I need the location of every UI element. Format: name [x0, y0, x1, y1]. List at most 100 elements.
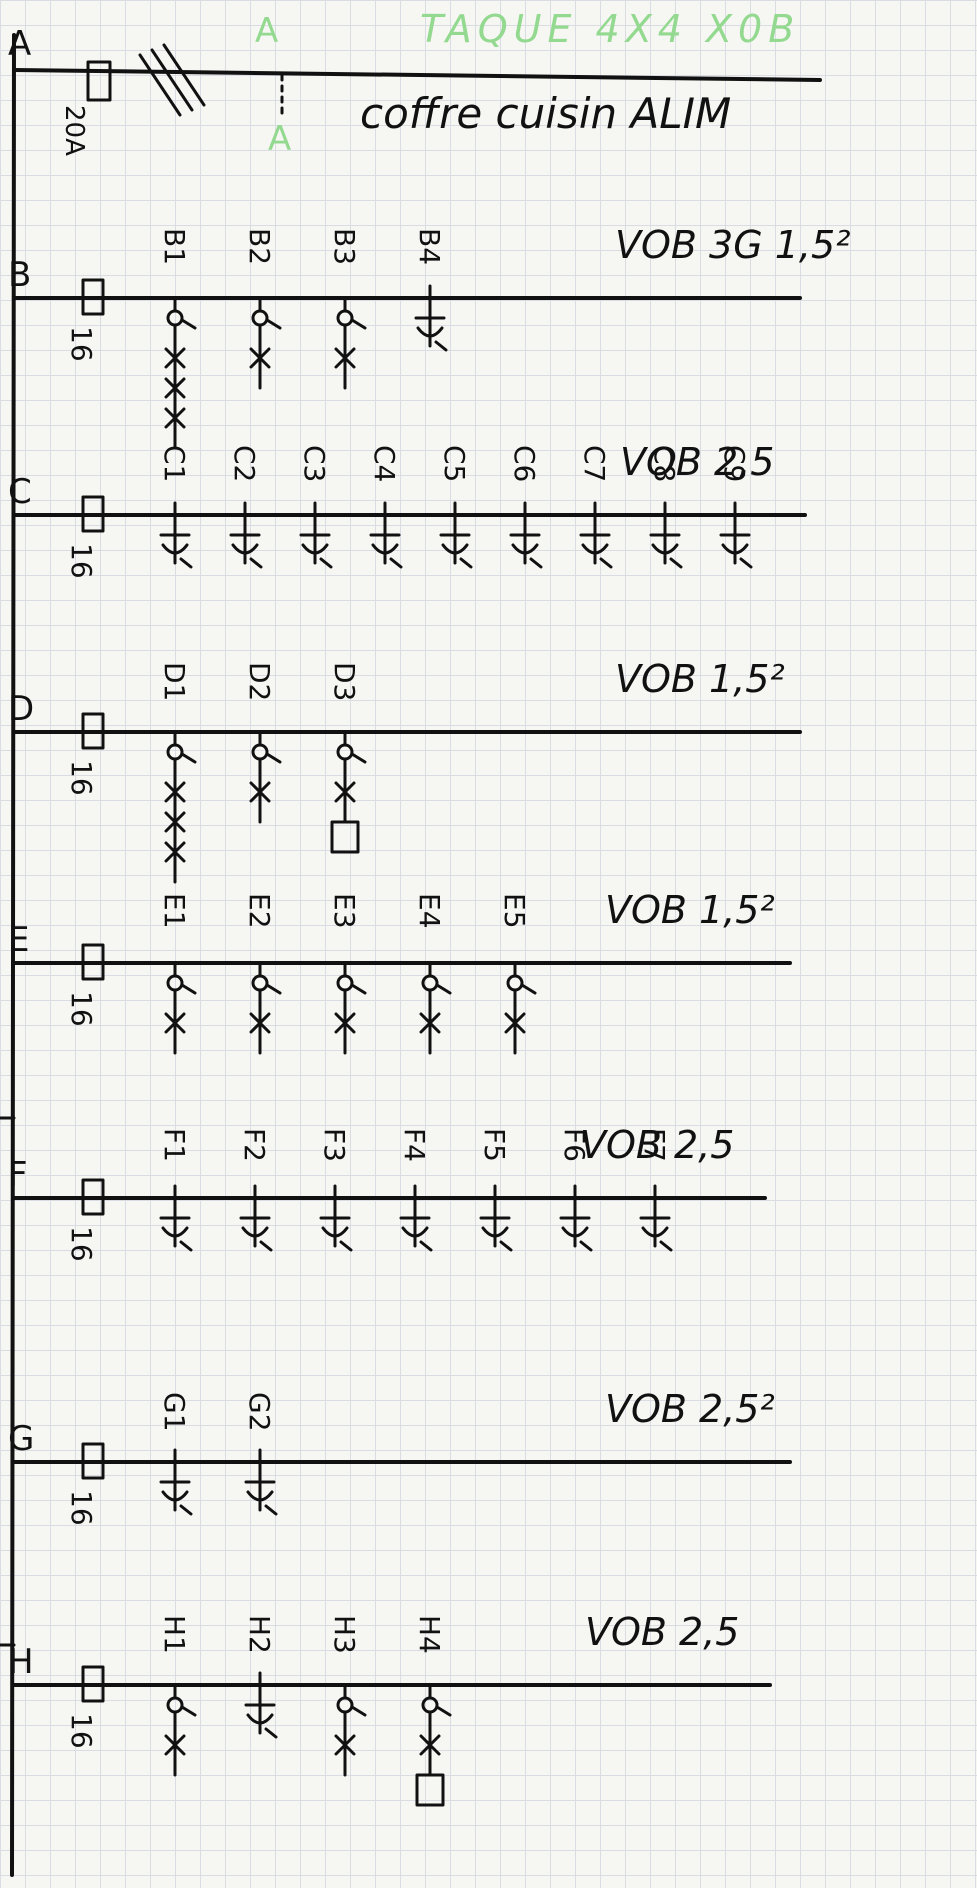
item-label: H3: [328, 1615, 361, 1654]
lamp-cross-icon: [504, 1012, 526, 1034]
breaker-rating: 16: [65, 1226, 98, 1262]
lamp-cross-icon: [164, 781, 186, 803]
socket-icon: [246, 1713, 274, 1725]
row-letter: H: [8, 1642, 34, 1682]
row-letter: E: [8, 920, 29, 960]
item-label: E1: [158, 893, 191, 929]
breaker-box: [81, 1442, 105, 1480]
hatch-mark: [150, 48, 194, 112]
item-label: F1: [158, 1128, 191, 1162]
green-mark-top: A: [255, 11, 278, 51]
main-breaker-box: [86, 60, 112, 102]
lamp-cross-icon: [334, 347, 356, 369]
socket-icon: [481, 1226, 509, 1238]
lamp-cross-icon: [249, 1012, 271, 1034]
row-letter: C: [8, 472, 32, 512]
switch-lever: [350, 1705, 367, 1717]
switch-lever: [265, 752, 282, 764]
item-label: B1: [158, 228, 191, 265]
socket-icon: [441, 543, 469, 555]
item-label: C8: [648, 445, 681, 482]
supply-note: coffre cuisin ALIM: [360, 89, 731, 138]
light-point-icon: [251, 974, 269, 992]
switch-lever: [435, 983, 452, 995]
main-breaker-rating: 20A: [59, 105, 89, 156]
socket-icon: [371, 543, 399, 555]
socket-icon: [321, 1226, 349, 1238]
switch-lever: [350, 752, 367, 764]
item-label: C7: [578, 445, 611, 482]
light-point-icon: [166, 1696, 184, 1714]
breaker-rating: 16: [65, 1490, 98, 1526]
socket-icon: [241, 1226, 269, 1238]
switch-lever: [350, 318, 367, 330]
switch-lever: [265, 318, 282, 330]
item-label: C6: [508, 445, 541, 482]
lamp-cross-icon: [164, 811, 186, 833]
breaker-rating: 16: [65, 991, 98, 1027]
breaker-box: [81, 943, 105, 981]
item-label: C1: [158, 445, 191, 482]
item-label: D2: [243, 662, 276, 701]
switch-lever: [180, 318, 197, 330]
socket-tick: [434, 340, 448, 352]
junction-box-icon: [415, 1773, 445, 1807]
socket-tick: [264, 1504, 278, 1516]
socket-tick: [739, 557, 753, 569]
switch-lever: [180, 983, 197, 995]
socket-tick: [179, 557, 193, 569]
lamp-cross-icon: [334, 1734, 356, 1756]
main-supply-line: [10, 33, 16, 1877]
item-label: H1: [158, 1615, 191, 1654]
lamp-cross-icon: [164, 1734, 186, 1756]
item-label: H2: [243, 1615, 276, 1654]
socket-tick: [669, 557, 683, 569]
item-label: B2: [243, 228, 276, 265]
row-letter: D: [8, 689, 34, 729]
switch-lever: [180, 752, 197, 764]
cable-spec: VOB 2,5: [580, 1123, 735, 1167]
light-point-icon: [421, 1696, 439, 1714]
main-feed-line: [12, 68, 822, 82]
breaker-box: [81, 495, 105, 533]
socket-icon: [161, 1226, 189, 1238]
light-point-icon: [336, 743, 354, 761]
socket-icon: [401, 1226, 429, 1238]
socket-tick: [419, 1240, 433, 1252]
light-point-icon: [336, 309, 354, 327]
light-point-icon: [251, 743, 269, 761]
item-label: E2: [243, 893, 276, 929]
lamp-cross-icon: [164, 841, 186, 863]
lamp-cross-icon: [419, 1012, 441, 1034]
socket-icon: [561, 1226, 589, 1238]
socket-icon: [416, 326, 444, 338]
item-label: C3: [298, 445, 331, 482]
item-label: C4: [368, 445, 401, 482]
socket-icon: [651, 543, 679, 555]
item-label: D3: [328, 662, 361, 701]
item-label: F6: [558, 1128, 591, 1162]
item-label: F3: [318, 1128, 351, 1162]
green-mark-bottom: A: [268, 119, 291, 159]
lamp-cross-icon: [249, 781, 271, 803]
socket-icon: [511, 543, 539, 555]
row-letter: B: [8, 255, 31, 295]
breaker-box: [81, 278, 105, 316]
light-point-icon: [251, 309, 269, 327]
socket-tick: [249, 557, 263, 569]
item-label: F2: [238, 1128, 271, 1162]
item-label: E5: [498, 893, 531, 929]
cable-spec: VOB 1,5²: [615, 657, 785, 701]
item-label: B4: [413, 228, 446, 265]
item-label: E3: [328, 893, 361, 929]
breaker-rating: 16: [65, 760, 98, 796]
switch-lever: [435, 1705, 452, 1717]
